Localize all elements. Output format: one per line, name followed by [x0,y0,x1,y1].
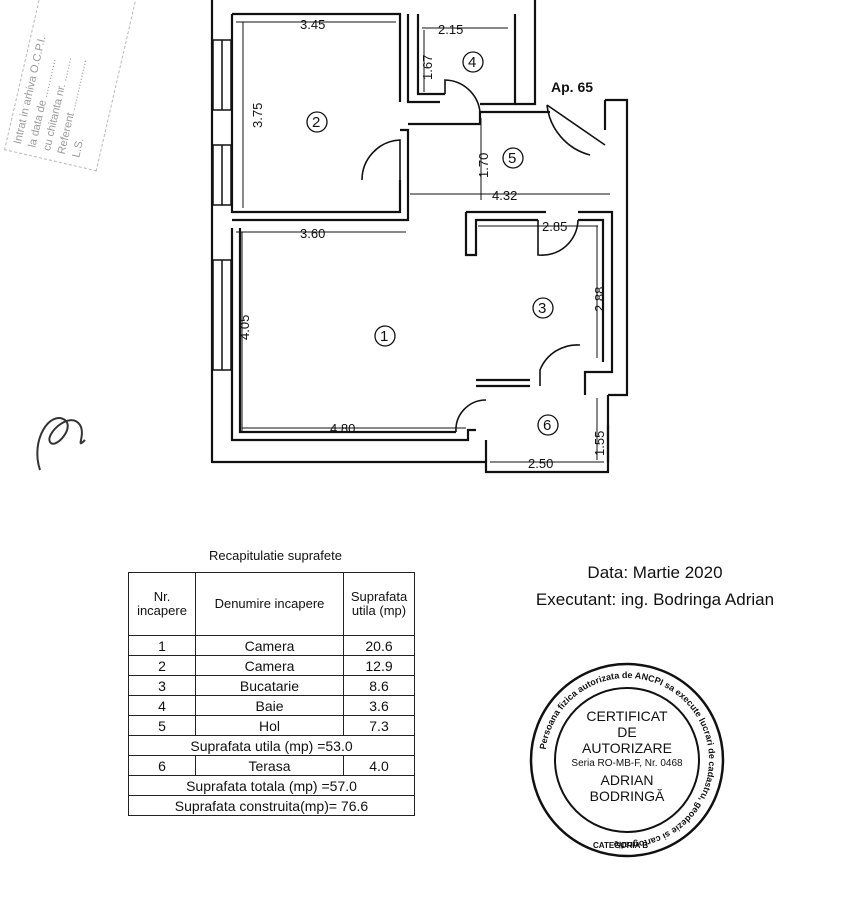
table-header-row: Nr. incapere Denumire incapere Suprafata… [128,572,415,636]
dim-label: 1.55 [592,431,607,456]
dim-label: 3.45 [300,17,325,32]
useful-total: Suprafata utila (mp) =53.0 [128,735,415,756]
table-row: 2 Camera 12.9 [128,655,415,676]
stamp-line: DE [617,724,637,740]
dim-label: 4.32 [492,188,517,203]
cell-area: 4.0 [343,755,415,776]
table-row: 4 Baie 3.6 [128,695,415,716]
cell-area: 12.9 [343,655,415,676]
stamp-name: ADRIAN [600,772,654,788]
cell-name: Terasa [195,755,344,776]
stamp-center: CERTIFICAT DE AUTORIZARE Seria RO-MB-F, … [527,708,727,804]
useful-total-row: Suprafata utila (mp) =53.0 [128,735,415,756]
room-number: 3 [538,300,546,317]
stamp-category: CATEGORIA B [593,841,648,850]
room-number: 1 [380,328,388,345]
cell-nr: 3 [128,675,196,696]
dim-label: 2.88 [592,287,607,312]
header-nr: Nr. incapere [128,572,196,636]
cell-nr: 5 [128,715,196,736]
built-row: Suprafata construita(mp)= 76.6 [128,795,415,816]
room-number: 5 [508,150,516,167]
cell-name: Baie [195,695,344,716]
table-row: 5 Hol 7.3 [128,715,415,736]
cell-name: Bucatarie [195,675,344,696]
cell-area: 20.6 [343,635,415,656]
cell-nr: 4 [128,695,196,716]
date-text: Data: Martie 2020 [587,563,723,582]
summary-title: Recapitulatie suprafete [209,548,342,563]
dim-label: 4.05 [237,315,252,340]
cell-area: 8.6 [343,675,415,696]
dim-label: 3.75 [250,103,265,128]
dim-label: 1.67 [420,55,435,80]
total-area: Suprafata totala (mp) =57.0 [128,775,415,796]
stamp-ring: Persoana fizica autorizata de ANCPI sa e… [529,662,725,858]
room-number-circles [306,51,559,436]
windows [212,39,232,371]
executant-text: Executant: ing. Bodringa Adrian [535,590,775,609]
header-name: Denumire incapere [195,572,344,636]
table-row: 3 Bucatarie 8.6 [128,675,415,696]
cell-nr: 2 [128,655,196,676]
document-info: Data: Martie 2020 Executant: ing. Bodrin… [490,559,820,613]
stamp-line: CERTIFICAT [586,708,668,724]
header-area: Suprafata utila (mp) [343,572,415,636]
authorization-stamp: Persoana fizica autorizata de ANCPI sa e… [527,660,727,860]
table-row: 1 Camera 20.6 [128,635,415,656]
stamp-line: AUTORIZARE [582,740,672,756]
dim-label: 2.50 [528,456,553,471]
signature [36,417,86,471]
stamp-name: BODRINGĂ [589,788,665,804]
table-row: 6 Terasa 4.0 [128,755,415,776]
summary-table: Nr. incapere Denumire incapere Suprafata… [128,572,415,816]
room-number: 4 [468,54,476,71]
dim-label: 4.80 [330,421,355,436]
dim-label: 1.70 [476,153,491,178]
cell-nr: 1 [128,635,196,656]
dimension-lines [236,21,610,463]
area-summary: Recapitulatie suprafete Nr. incapere Den… [128,548,415,816]
floor-plan: Ap. 65 3.45 2.15 1.67 3.75 1.70 4.32 3.6… [210,0,629,474]
cell-name: Hol [195,715,344,736]
built-area: Suprafata construita(mp)= 76.6 [128,795,415,816]
cell-area: 3.6 [343,695,415,716]
room-number: 6 [543,417,551,434]
room-number: 2 [312,114,320,131]
dim-label: 3.60 [300,226,325,241]
doors [361,79,606,433]
total-row: Suprafata totala (mp) =57.0 [128,775,415,796]
dim-label: 2.85 [542,219,567,234]
cell-nr: 6 [128,755,196,776]
cell-area: 7.3 [343,715,415,736]
dim-label: 2.15 [438,22,463,37]
stamp-series: Seria RO-MB-F, Nr. 0468 [571,758,683,769]
cell-name: Camera [195,655,344,676]
cell-name: Camera [195,635,344,656]
apartment-label: Ap. 65 [551,79,593,95]
walls [210,0,629,474]
